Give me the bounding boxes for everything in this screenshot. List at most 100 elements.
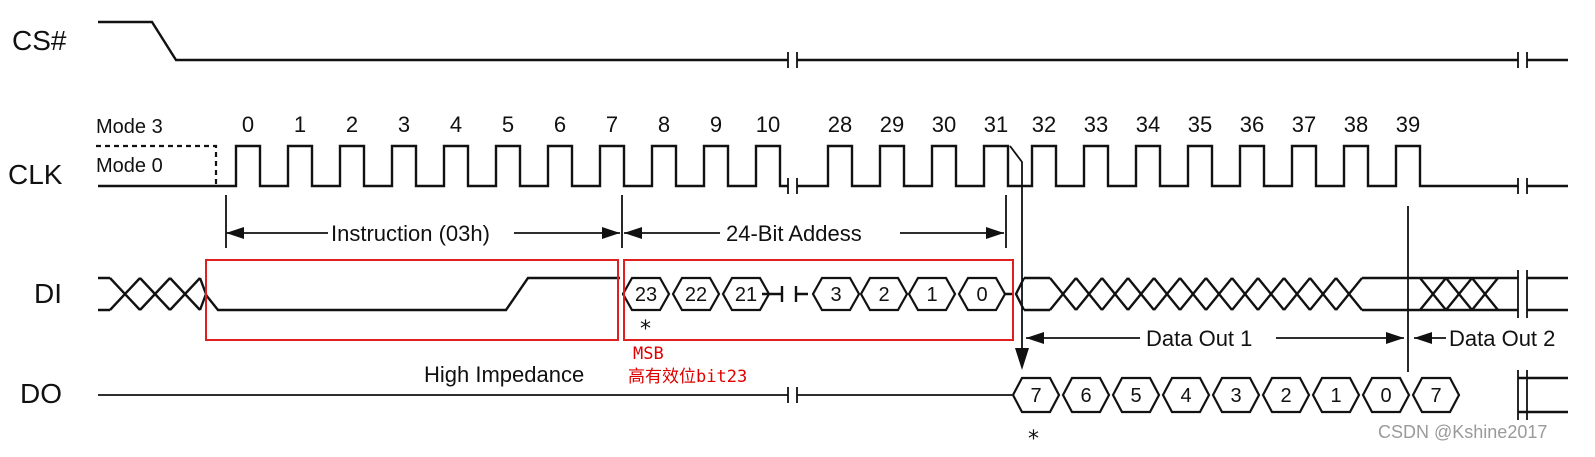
do-bit-hex — [1361, 376, 1411, 414]
di-x-cross — [1445, 277, 1473, 311]
clock-number: 7 — [606, 112, 618, 137]
data-out-1-right-head — [1386, 332, 1404, 344]
clock-to-output-arrow-head — [1015, 348, 1029, 370]
di-bit-label: 2 — [878, 284, 889, 306]
di-x-cross — [169, 277, 201, 311]
clock-number: 2 — [346, 112, 358, 137]
di-dont-care-end — [1014, 270, 1568, 318]
watermark: CSDN @Kshine2017 — [1378, 422, 1547, 442]
clock-number: 6 — [554, 112, 566, 137]
di-x-cross — [1283, 277, 1311, 311]
di-x-cross — [1231, 277, 1259, 311]
high-impedance-label: High Impedance — [424, 362, 584, 387]
clock-number: 31 — [984, 112, 1008, 137]
clk-signal-label: CLK — [8, 159, 63, 190]
do-signal-label: DO — [20, 378, 62, 409]
mode0-label: Mode 0 — [96, 155, 163, 177]
do-bit-hex — [1211, 376, 1261, 414]
di-x-cross — [109, 277, 141, 311]
clock-number: 10 — [756, 112, 780, 137]
di-x-cross — [1335, 277, 1363, 311]
clock-number: 0 — [242, 112, 254, 137]
di-bus-edge — [1362, 276, 1518, 312]
do-bit-hex — [1111, 376, 1161, 414]
do-bit-label: 4 — [1180, 385, 1191, 407]
di-bus-edge — [98, 276, 110, 312]
clock-number: 33 — [1084, 112, 1108, 137]
di-bus-edge — [1527, 276, 1568, 312]
di-x-cross — [1153, 277, 1181, 311]
di-x-cross — [1419, 277, 1447, 311]
do-bit-hex — [1061, 376, 1111, 414]
di-x-cross — [1309, 277, 1337, 311]
instruction-arrow-right-head — [602, 227, 620, 239]
clk-waveform — [98, 144, 1568, 188]
do-bit-label: 2 — [1280, 385, 1291, 407]
clock-number: 39 — [1396, 112, 1420, 137]
do-tail-break — [1517, 370, 1528, 420]
di-x-cross — [1049, 277, 1077, 311]
data-out-1-label: Data Out 1 — [1146, 326, 1252, 351]
do-bit-label: 0 — [1380, 385, 1391, 407]
clk-break-marks — [787, 178, 1528, 194]
do-bit-hex — [1411, 376, 1461, 414]
di-x-cross — [1257, 277, 1285, 311]
do-bit-label: 1 — [1330, 385, 1341, 407]
do-first-bit-star: * — [1028, 427, 1039, 452]
di-break-marker — [762, 286, 808, 302]
cs-break-marks — [787, 52, 1528, 68]
di-x-cross — [1471, 277, 1499, 311]
clock-number: 36 — [1240, 112, 1264, 137]
di-bit-hex — [907, 276, 957, 312]
di-bit-hex — [671, 276, 721, 312]
msb-annotation-line2: 高有效位bit23 — [628, 367, 747, 387]
mode3-label: Mode 3 — [96, 116, 163, 138]
address-highlight-box — [623, 259, 1014, 341]
clock-to-output-arrow — [1009, 145, 1023, 352]
address-span-label: 24-Bit Addess — [726, 221, 862, 246]
clock-number: 30 — [932, 112, 956, 137]
do-bit-label: 3 — [1230, 385, 1241, 407]
instruction-span-label: Instruction (03h) — [331, 221, 490, 246]
instruction-highlight-box — [205, 259, 619, 341]
do-bit-hex — [1261, 376, 1311, 414]
di-bit-label: 22 — [685, 284, 707, 306]
do-bit-label: 7 — [1030, 385, 1041, 407]
clock-number: 32 — [1032, 112, 1056, 137]
data-out-1-left-head — [1026, 332, 1044, 344]
di-bit-label: 21 — [735, 284, 757, 306]
cs-signal-label: CS# — [12, 25, 67, 56]
di-x-cross — [1205, 277, 1233, 311]
clock-number: 9 — [710, 112, 722, 137]
msb-star: * — [640, 317, 651, 342]
clock-number: 3 — [398, 112, 410, 137]
clock-number: 38 — [1344, 112, 1368, 137]
di-bit-label: 23 — [635, 284, 657, 306]
span-boundary-lines — [225, 195, 1007, 248]
cs-waveform — [98, 20, 1568, 62]
di-signal-label: DI — [34, 278, 62, 309]
di-bit-hex — [621, 276, 671, 312]
clock-number: 5 — [502, 112, 514, 137]
clock-number: 1 — [294, 112, 306, 137]
do-bit-hex — [1011, 376, 1061, 414]
di-break-marks — [1517, 270, 1528, 318]
clock-number: 35 — [1188, 112, 1212, 137]
do-bit-label: 7 — [1430, 385, 1441, 407]
di-x-cross — [1075, 277, 1103, 311]
di-x-cross — [1101, 277, 1129, 311]
di-instruction-waveform — [205, 276, 620, 312]
di-x-cross — [1127, 277, 1155, 311]
do-tail-bus — [1518, 376, 1568, 414]
di-x-cross — [1179, 277, 1207, 311]
di-bit-hex — [859, 276, 909, 312]
clock-number: 34 — [1136, 112, 1160, 137]
address-arrow-right-head — [986, 227, 1004, 239]
di-dont-care-start — [98, 276, 208, 312]
do-break-marks — [787, 387, 798, 403]
di-bit-label: 1 — [926, 284, 937, 306]
di-bit-label: 0 — [976, 284, 987, 306]
